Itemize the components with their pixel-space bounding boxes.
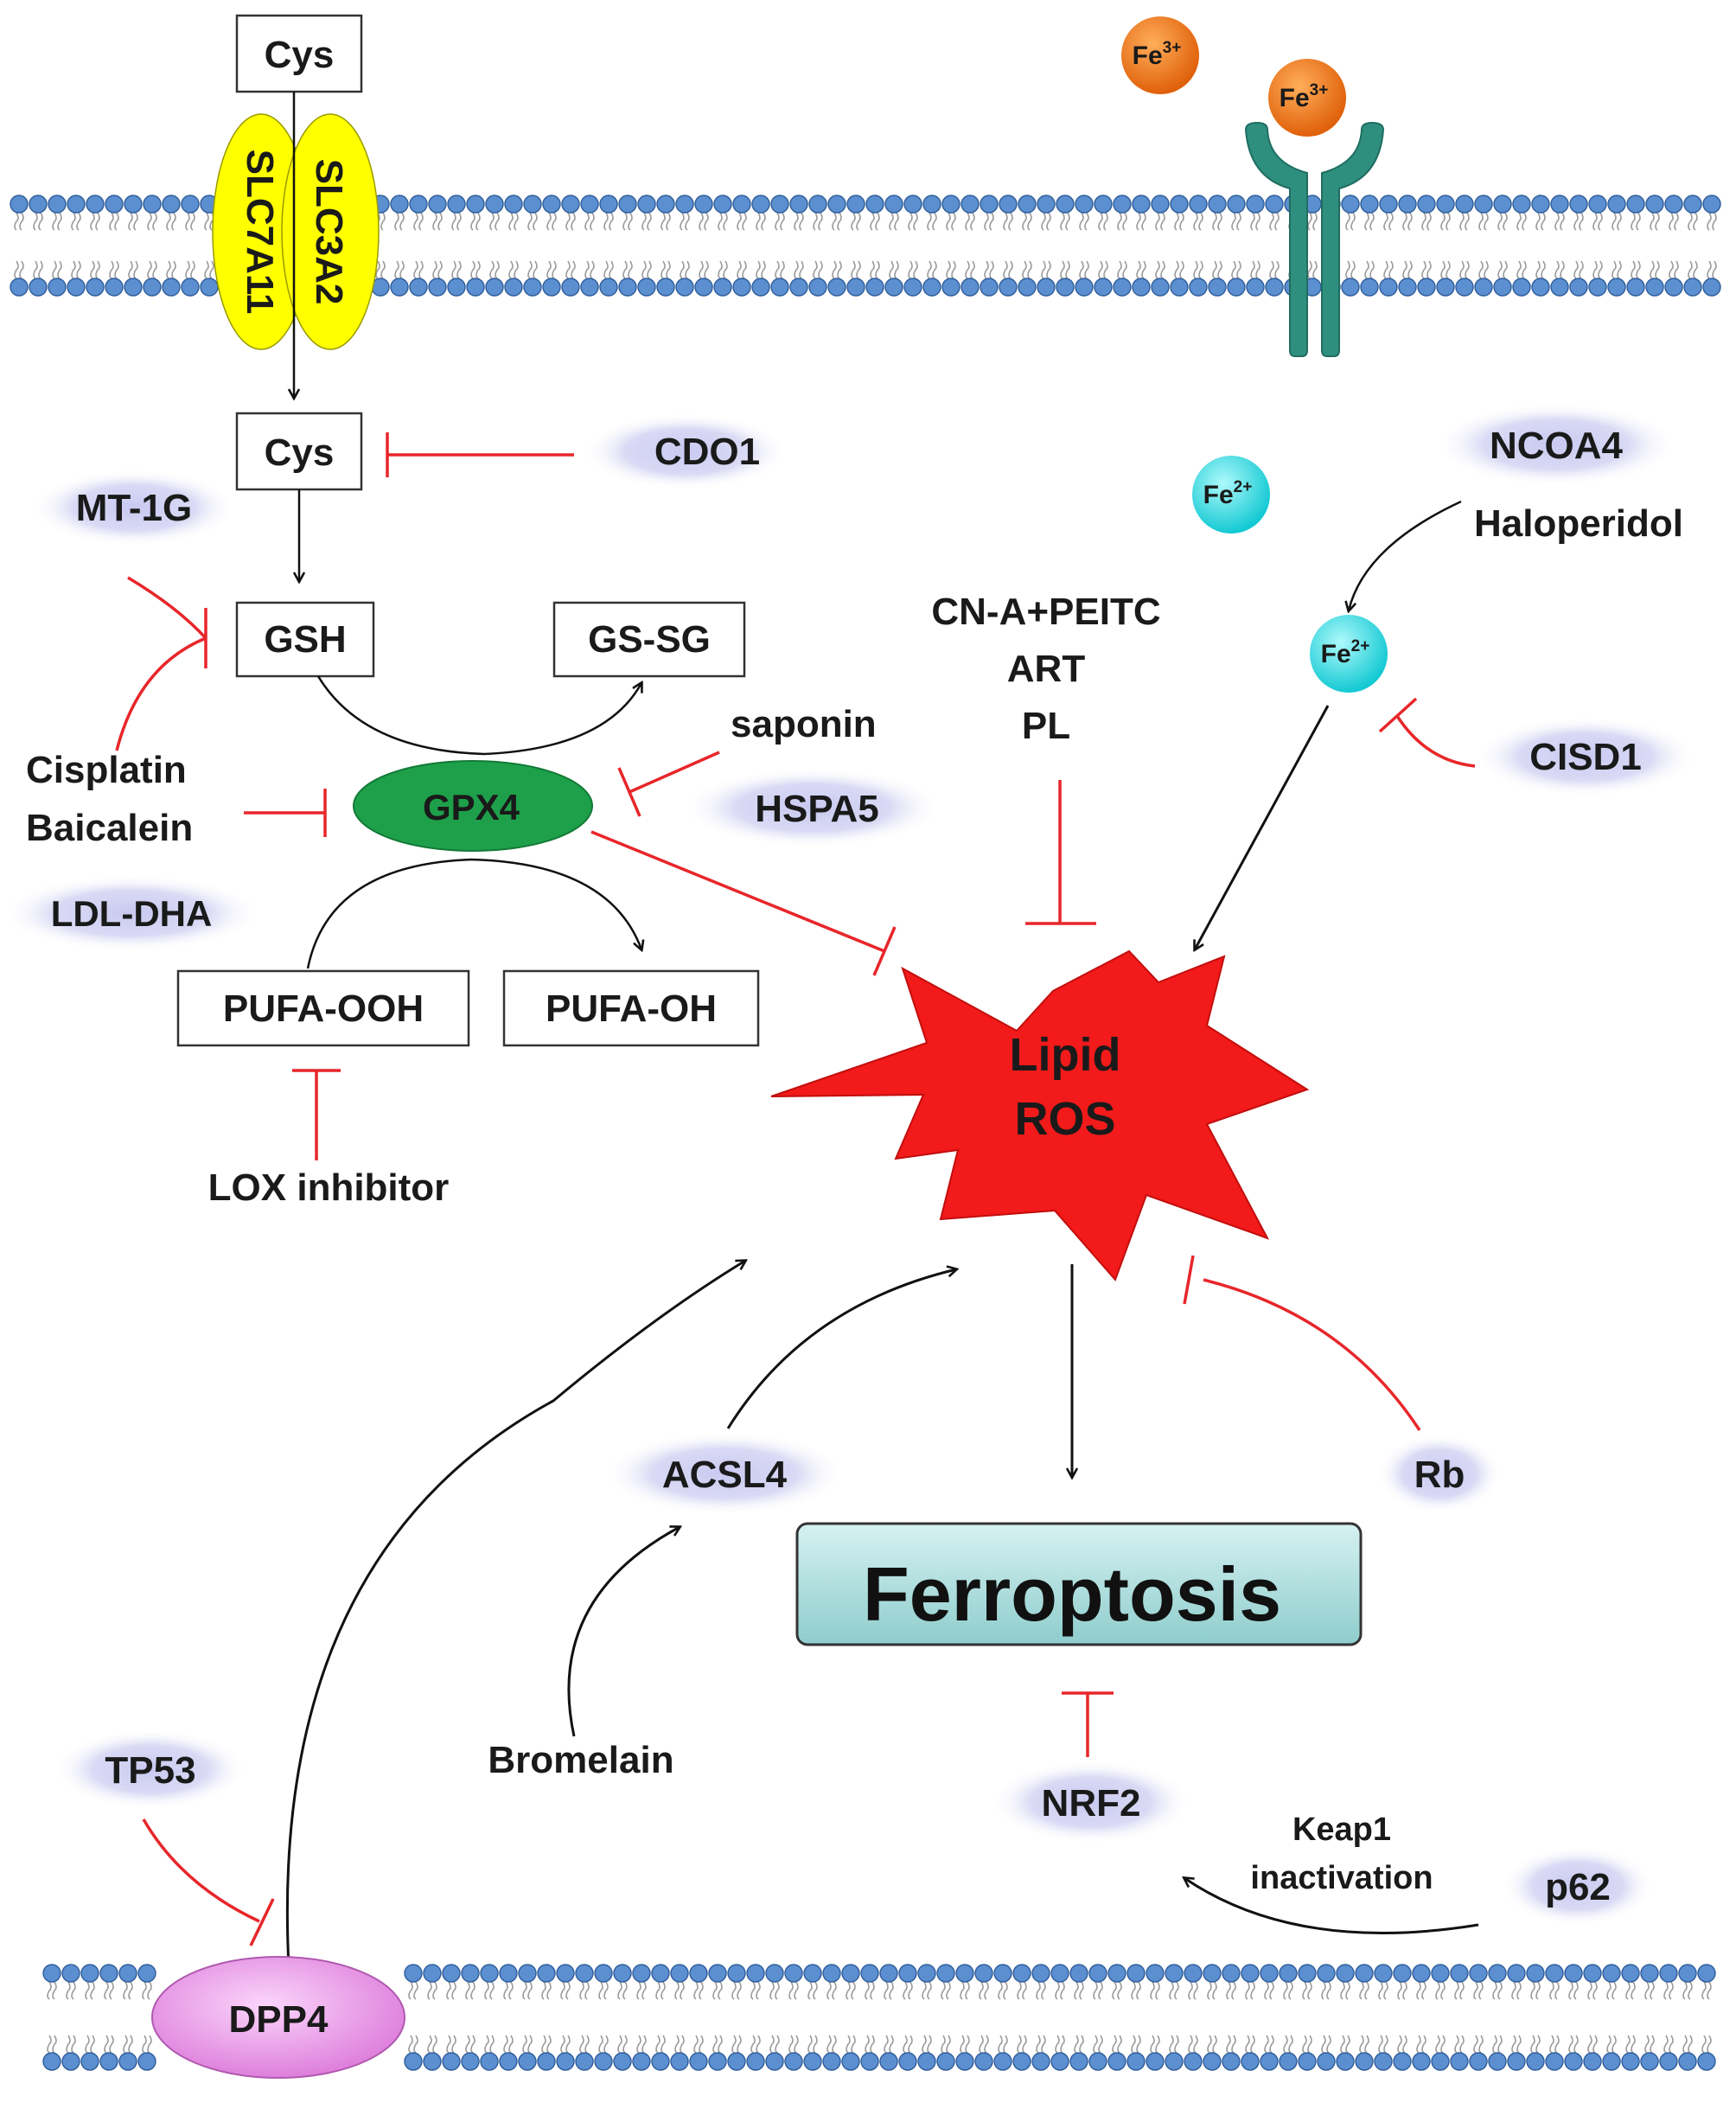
dpp4-membrane-protein: [151, 1956, 405, 2079]
rb-label: Rb: [1414, 1454, 1465, 1496]
cys-box-inner: [235, 412, 363, 491]
nrf2-label: NRF2: [1042, 1782, 1141, 1825]
svg-text:Fe3+: Fe3+: [1133, 39, 1182, 70]
bromelain-to-acsl4-arrow: [567, 1527, 680, 1737]
p62-keap1-inactivation-arrow: [1184, 1878, 1479, 1934]
fe2-to-lipid-ros-arrow: [1195, 705, 1330, 949]
pufa-ooh-label: PUFA-OOH: [223, 987, 424, 1030]
cell-membrane-bottom: [42, 1964, 1716, 2071]
fe2-2-charge: 2+: [1351, 637, 1370, 655]
ferroptosis-outcome-box: [795, 1522, 1363, 1646]
p62-node: [1502, 1846, 1654, 1926]
cisplatin-label: Cisplatin: [26, 749, 187, 791]
fe2-2-symbol: Fe: [1321, 640, 1351, 668]
cdo1-node: [584, 413, 788, 489]
svg-text:Fe3+: Fe3+: [1280, 81, 1329, 112]
gsh-label: GSH: [264, 618, 346, 661]
saponin-hspa5-inhibit-gpx4: [629, 751, 720, 794]
pufa-oh-label: PUFA-OH: [546, 987, 717, 1030]
lipid-ros-burst: [770, 949, 1310, 1281]
gsh-to-gssg-arrow: [316, 675, 641, 756]
ferroptosis-label: Ferroptosis: [863, 1551, 1281, 1637]
acsl4-label: ACSL4: [662, 1454, 788, 1496]
tp53-node: [54, 1729, 247, 1809]
fe3-2-symbol: Fe: [1280, 84, 1310, 112]
hspa5-label: HSPA5: [755, 788, 878, 830]
slc3a2-transporter: [281, 113, 380, 350]
pufa-ooh-box: [176, 969, 470, 1047]
tp53-inhibits-dpp4: [142, 1818, 260, 1923]
gssg-box: [552, 601, 746, 678]
gpx4-enzyme: [353, 760, 593, 852]
fe2-1-symbol: Fe: [1203, 481, 1234, 509]
fe3-ion-1: Fe3+: [1121, 16, 1199, 94]
ros-label: ROS: [1014, 1093, 1115, 1145]
slc3a2-label: SLC3A2: [308, 159, 350, 305]
haloperidol-label: Haloperidol: [1474, 502, 1683, 545]
ldl-dha-node: [2, 875, 261, 951]
svg-text:Fe2+: Fe2+: [1321, 637, 1370, 668]
bromelain-label: Bromelain: [488, 1739, 673, 1781]
ncoa4-node: [1435, 403, 1677, 486]
cys-outer-label: Cys: [265, 34, 335, 76]
cys-inner-label: Cys: [265, 431, 335, 474]
rb-node: [1377, 1434, 1502, 1513]
gpx4-inhibits-lipid-ros: [590, 830, 885, 953]
fe3-2-charge: 3+: [1310, 81, 1329, 99]
mt1g-cisplatin-inhibit-gsh: [115, 576, 207, 751]
cna-peitc-label: CN-A+PEITC: [931, 591, 1160, 633]
acsl4-node: [603, 1432, 846, 1515]
svg-text:Fe2+: Fe2+: [1203, 478, 1253, 509]
rb-inhibits-lipid-ros: [1203, 1278, 1421, 1431]
mt1g-label: MT-1G: [76, 487, 192, 529]
dpp4-to-lipid-ros-arrow: [285, 1261, 745, 1967]
baicalein-label: Baicalein: [26, 807, 193, 849]
cisd1-label: CISD1: [1529, 736, 1642, 778]
lox-inhibitor-label: LOX inhibitor: [208, 1166, 450, 1209]
fe2-ion-free: Fe2+: [1310, 615, 1388, 693]
ncoa4-to-fe2-arrow: [1349, 500, 1462, 610]
gsh-box: [235, 601, 375, 678]
saponin-label: saponin: [731, 703, 877, 745]
acsl4-to-lipid-ros-arrow: [726, 1269, 956, 1429]
cisd1-node: [1475, 717, 1696, 796]
fe3-ion-2: Fe3+: [1268, 59, 1346, 137]
fe2-1-charge: 2+: [1234, 478, 1253, 496]
transferrin-receptor: [1244, 121, 1385, 357]
ncoa4-label: NCOA4: [1490, 425, 1624, 467]
hspa5-node: [683, 768, 942, 847]
nrf2-node: [991, 1761, 1191, 1844]
pufa-oh-box: [502, 969, 760, 1047]
pl-label: PL: [1022, 705, 1070, 747]
fe3-1-charge: 3+: [1163, 39, 1182, 57]
art-label: ART: [1007, 648, 1086, 690]
inactivation-label: inactivation: [1250, 1860, 1433, 1896]
ldl-dha-label: LDL-DHA: [51, 893, 213, 934]
gssg-label: GS-SG: [588, 618, 711, 661]
pufa-ooh-to-pufa-oh-arrow: [306, 858, 641, 969]
tp53-label: TP53: [105, 1749, 195, 1792]
fe3-1-symbol: Fe: [1133, 42, 1163, 70]
dpp4-label: DPP4: [229, 1998, 329, 2041]
cys-box-outer: [235, 14, 363, 93]
keap1-label: Keap1: [1292, 1812, 1391, 1848]
cisd1-inhibits-fe2: [1395, 715, 1476, 768]
gpx4-label: GPX4: [423, 787, 520, 828]
p62-label: p62: [1545, 1866, 1611, 1908]
mt1g-node: [32, 470, 236, 546]
fe2-ion-cytosol: Fe2+: [1192, 456, 1270, 534]
slc7a11-label: SLC7A11: [239, 150, 281, 315]
lipid-label: Lipid: [1010, 1029, 1121, 1081]
cdo1-label: CDO1: [654, 431, 760, 473]
